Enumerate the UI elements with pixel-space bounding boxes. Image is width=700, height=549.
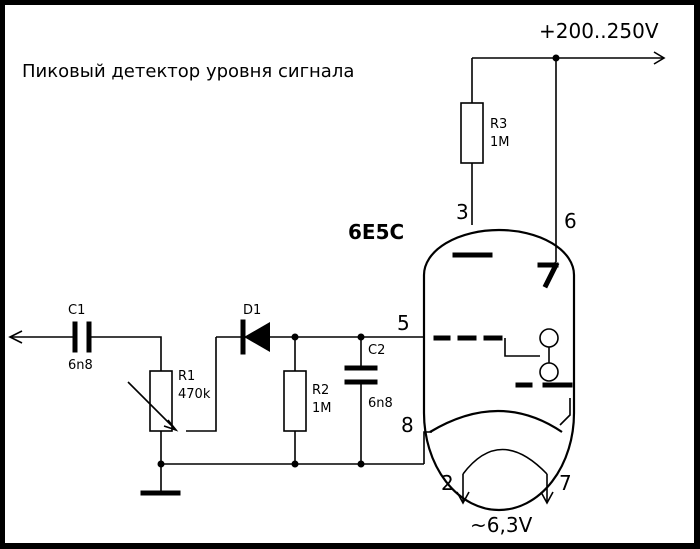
- tube-name: 6E5C: [348, 220, 404, 244]
- resistor-r2: R2 1M: [283, 333, 332, 464]
- pin-6-label: 6: [564, 209, 577, 233]
- pin-2-label: 2: [441, 471, 454, 495]
- supply-voltage-label: +200..250V: [539, 19, 659, 43]
- r2-ref: R2: [312, 383, 329, 398]
- pin-8-label: 8: [401, 413, 414, 437]
- ground-symbol: [140, 464, 181, 496]
- c1-value: 6n8: [68, 358, 93, 373]
- pin-5-label: 5: [397, 311, 410, 335]
- capacitor-c1: C1 6n8: [8, 303, 162, 373]
- r3-ref: R3: [490, 117, 507, 132]
- c2-value: 6n8: [368, 396, 393, 411]
- tube-6e5c: 6E5C: [348, 220, 576, 512]
- d1-ref: D1: [243, 303, 261, 318]
- c1-ref: C1: [68, 303, 85, 318]
- supply-rail: [471, 51, 666, 262]
- r3-value: 1M: [490, 135, 510, 150]
- diagram-title: Пиковый детектор уровня сигнала: [22, 61, 354, 82]
- heater-leads: [456, 474, 554, 505]
- c2-ref: C2: [368, 343, 385, 358]
- diode-d1: D1: [216, 303, 424, 355]
- pin-3-label: 3: [456, 200, 469, 224]
- common-rail: [157, 431, 432, 468]
- schematic-frame: [5, 5, 694, 543]
- potentiometer-r1: R1 470k: [127, 337, 217, 464]
- capacitor-c2: C2 6n8: [344, 333, 393, 464]
- r2-value: 1M: [312, 401, 332, 416]
- pin-7-label: 7: [559, 471, 572, 495]
- r1-value: 470k: [178, 387, 211, 402]
- r1-ref: R1: [178, 369, 195, 384]
- resistor-r3: R3 1M: [460, 102, 510, 225]
- heater-voltage-label: ~6,3V: [470, 513, 533, 537]
